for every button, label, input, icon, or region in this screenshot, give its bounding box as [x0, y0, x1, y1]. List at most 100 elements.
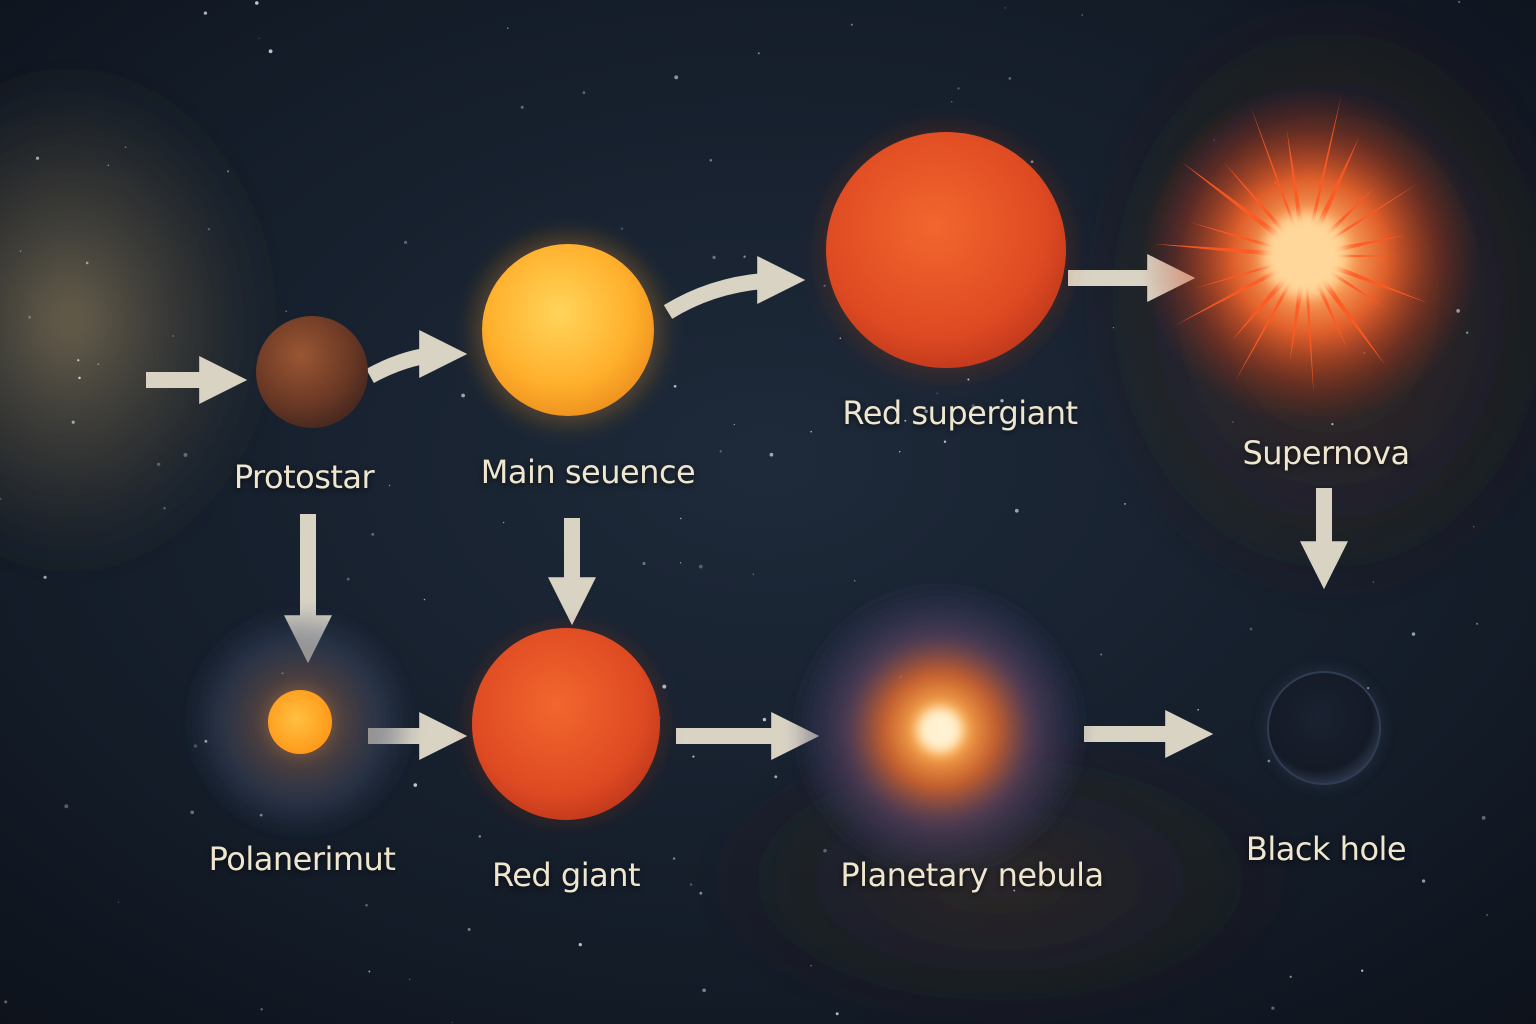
main-sequence-star-icon	[460, 222, 676, 438]
supernova-ray	[1289, 285, 1304, 362]
background-star	[207, 227, 211, 231]
background-star	[227, 170, 230, 173]
supernova-icon	[1140, 86, 1480, 426]
background-star	[77, 359, 80, 362]
background-star	[850, 23, 853, 26]
background-star	[19, 250, 22, 252]
background-star	[699, 891, 703, 895]
background-star	[258, 37, 260, 40]
protostar-icon	[256, 316, 368, 428]
supernova-ray	[1286, 130, 1304, 227]
background-star	[403, 240, 408, 245]
arrow-protostar-to-main-sequence	[366, 330, 468, 384]
background-star	[346, 577, 350, 581]
background-star	[203, 11, 208, 15]
background-star	[774, 775, 778, 779]
supernova-ray	[1332, 264, 1429, 304]
background-star	[971, 404, 975, 408]
background-star	[1013, 889, 1016, 892]
background-star	[1481, 816, 1486, 820]
white-dwarf-icon	[182, 604, 418, 840]
background-star	[1100, 653, 1103, 656]
background-star	[810, 430, 812, 433]
background-star	[904, 419, 907, 422]
background-star	[35, 156, 40, 160]
background-star	[1421, 879, 1426, 883]
red-supergiant-label: Red supergiant	[842, 394, 1078, 432]
background-star	[260, 1008, 263, 1011]
planetary-nebula-icon	[790, 580, 1090, 880]
background-star	[413, 783, 418, 787]
background-star	[78, 376, 81, 380]
background-star	[924, 409, 928, 414]
background-star	[1458, 0, 1461, 3]
background-star	[936, 392, 938, 395]
background-star	[156, 462, 161, 466]
supernova-ray	[1314, 136, 1360, 231]
planetary-nebula-label: Planetary nebula	[840, 856, 1104, 894]
background-star	[1465, 331, 1469, 334]
supernova-ray	[1250, 105, 1297, 229]
background-star	[1081, 14, 1083, 16]
supernova-ray	[1309, 96, 1342, 228]
red-giant-icon	[456, 614, 676, 834]
background-star	[1361, 969, 1364, 972]
background-star	[698, 564, 703, 569]
supernova-ray	[1315, 282, 1348, 350]
background-star	[957, 87, 960, 90]
protostar-label: Protostar	[233, 458, 375, 496]
supernova-ray	[1324, 187, 1375, 237]
background-star	[507, 27, 509, 29]
background-star	[268, 49, 273, 54]
background-star	[117, 901, 120, 903]
background-star	[1411, 632, 1416, 636]
background-star	[107, 164, 110, 167]
main-sequence-label: Main seuence	[480, 453, 696, 491]
background-star	[709, 159, 713, 162]
background-star	[85, 261, 89, 265]
background-star	[823, 848, 827, 853]
background-star	[898, 450, 901, 453]
red-supergiant-icon	[806, 112, 1086, 392]
background-star	[712, 255, 716, 260]
background-star	[1271, 1006, 1275, 1010]
background-star	[689, 883, 693, 886]
background-star	[0, 497, 2, 501]
polanerimut-label: Polanerimut	[208, 840, 396, 878]
background-star	[1000, 399, 1004, 403]
background-star	[642, 561, 646, 566]
background-star	[673, 384, 677, 388]
background-star	[71, 420, 75, 424]
background-star	[692, 755, 695, 758]
supernova-ray	[1153, 243, 1276, 257]
background-star	[719, 450, 722, 453]
background-star	[1486, 913, 1489, 916]
background-star	[578, 942, 582, 947]
supernova-ray	[1174, 268, 1280, 326]
background-star	[1476, 622, 1479, 625]
background-star	[4, 1000, 8, 1004]
supernova-ray	[1320, 278, 1386, 366]
background-star	[451, 1021, 453, 1024]
supernova-ray	[1333, 235, 1405, 253]
supernova-ray	[1234, 281, 1292, 382]
background-star	[680, 517, 682, 520]
background-star	[255, 1, 259, 5]
background-star	[64, 804, 69, 809]
background-star	[1267, 759, 1271, 763]
dust-cloud-left	[0, 60, 280, 580]
supernova-label: Supernova	[1242, 434, 1410, 472]
background-star	[582, 91, 586, 94]
supernova-ray	[1224, 163, 1288, 235]
background-star	[835, 1012, 839, 1016]
background-star	[752, 573, 755, 575]
black-hole-icon	[1264, 668, 1384, 788]
background-star	[943, 440, 947, 444]
background-star	[172, 335, 174, 337]
supernova-ray	[1232, 276, 1288, 340]
supernova-ray	[1194, 263, 1277, 289]
background-star	[1372, 581, 1375, 583]
background-star	[502, 521, 505, 524]
red-giant-label: Red giant	[491, 856, 641, 894]
